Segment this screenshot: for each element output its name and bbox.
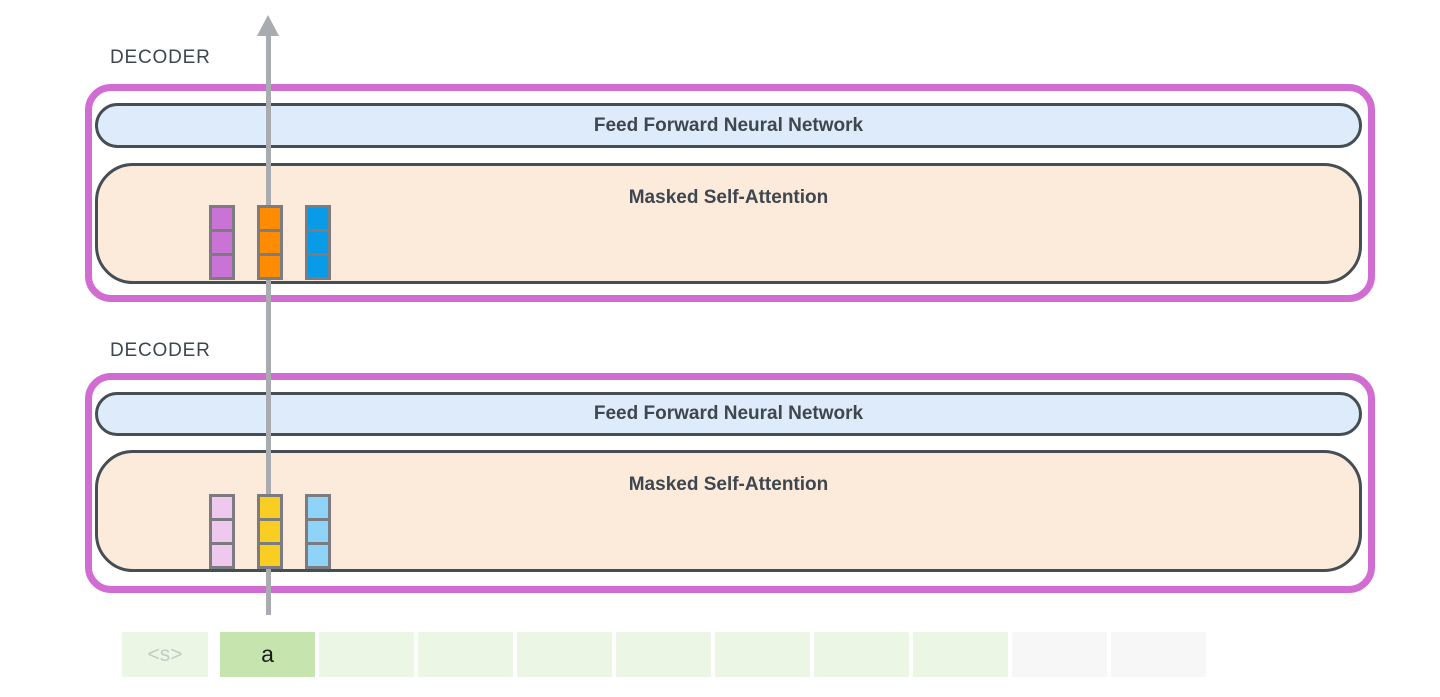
hidden-state-vectors	[209, 494, 331, 569]
token-cell	[1012, 632, 1107, 677]
vector-column	[257, 494, 283, 569]
vector-cell	[305, 518, 331, 545]
vector-cell	[305, 229, 331, 256]
vector-cell	[209, 518, 235, 545]
vector-cell	[257, 494, 283, 521]
token-cell	[913, 632, 1008, 677]
masked-self-attention-label: Masked Self-Attention	[628, 187, 829, 208]
vector-column	[305, 494, 331, 569]
flow-line	[266, 34, 271, 615]
vector-cell	[305, 542, 331, 569]
feed-forward-box: Feed Forward Neural Network	[95, 392, 1362, 436]
vector-cell	[257, 229, 283, 256]
token-cell	[814, 632, 909, 677]
vector-cell	[209, 229, 235, 256]
vector-cell	[209, 494, 235, 521]
vector-cell	[305, 494, 331, 521]
vector-column	[305, 205, 331, 280]
token-cell	[715, 632, 810, 677]
feed-forward-box: Feed Forward Neural Network	[95, 103, 1362, 148]
decoder-label: DECODER	[110, 340, 211, 361]
vector-cell	[257, 253, 283, 280]
vector-column	[257, 205, 283, 280]
hidden-state-vectors	[209, 205, 331, 280]
token-cell	[418, 632, 513, 677]
vector-cell	[305, 205, 331, 232]
vector-column	[209, 494, 235, 569]
decoder-label: DECODER	[110, 47, 211, 68]
vector-cell	[209, 542, 235, 569]
token-cell: <s>	[122, 632, 208, 677]
feed-forward-label: Feed Forward Neural Network	[593, 403, 864, 424]
vector-column	[209, 205, 235, 280]
vector-cell	[257, 205, 283, 232]
vector-cell	[209, 253, 235, 280]
vector-cell	[257, 542, 283, 569]
token-strip: <s> a	[122, 632, 1206, 677]
vector-cell	[257, 518, 283, 545]
token-cell: a	[220, 632, 315, 677]
token-cell	[616, 632, 711, 677]
up-arrow-head-icon	[257, 15, 279, 36]
token-cell	[517, 632, 612, 677]
vector-cell	[305, 253, 331, 280]
token-cell	[1111, 632, 1206, 677]
feed-forward-label: Feed Forward Neural Network	[593, 114, 864, 136]
masked-self-attention-label: Masked Self-Attention	[628, 474, 829, 495]
token-cell	[319, 632, 414, 677]
vector-cell	[209, 205, 235, 232]
